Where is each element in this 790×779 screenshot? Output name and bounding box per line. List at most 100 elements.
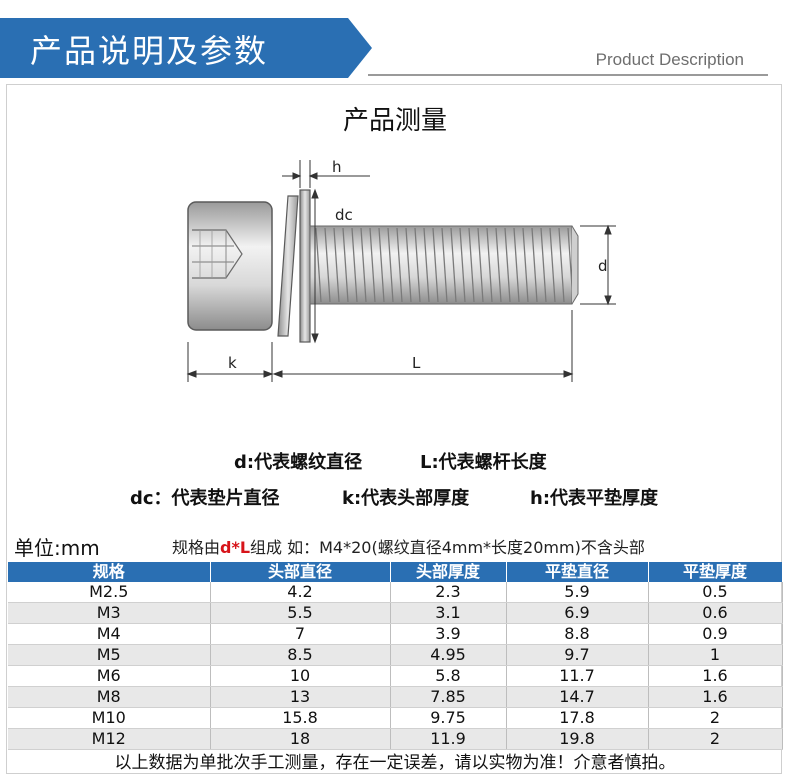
thread-line	[315, 227, 322, 303]
disclaimer-footer: 以上数据为单批次手工测量，存在一定误差，请以实物为准！介意者慎拍。	[114, 753, 676, 773]
spec-table: 规格 头部直径 头部厚度 平垫直径 平垫厚度 M2.5 4.2 2.3 5.9 …	[8, 562, 783, 750]
thread-line	[324, 227, 331, 303]
threaded-shank	[309, 225, 579, 305]
table-cell: 3.9	[390, 623, 507, 645]
label-h: h	[332, 158, 342, 176]
content-frame	[6, 84, 782, 774]
header-spec: 规格	[8, 562, 211, 582]
spec-note-prefix: 规格由	[172, 538, 221, 557]
table-cell: 5.8	[390, 665, 507, 687]
spec-note-highlight: d*L	[220, 538, 251, 557]
thread-line	[495, 227, 502, 303]
legend-d: d:代表螺纹直径	[234, 452, 363, 473]
table-header-row: 规格 头部直径 头部厚度 平垫直径 平垫厚度	[8, 562, 783, 582]
thread-line	[540, 227, 547, 303]
table-cell: 2	[648, 707, 783, 729]
table-cell: 1	[648, 644, 783, 666]
table-row: M5 8.5 4.95 9.7 1	[8, 644, 783, 666]
table-cell: 17.8	[506, 707, 649, 729]
label-L: L	[412, 354, 421, 372]
label-k: k	[228, 354, 237, 372]
screw-diagram: h dc d k L	[186, 158, 616, 382]
thread-line	[333, 227, 340, 303]
banner-arrow-shape	[0, 18, 372, 78]
table-row: M8 13 7.85 14.7 1.6	[8, 686, 783, 708]
table-cell: M4	[8, 623, 211, 645]
table-cell: 4.2	[210, 582, 391, 603]
table-cell: 0.5	[648, 582, 783, 603]
thread-line	[387, 227, 394, 303]
table-cell: 18	[210, 728, 391, 750]
table-cell: 2.3	[390, 582, 507, 603]
thread-line	[405, 227, 412, 303]
header-washer-thickness: 平垫厚度	[648, 562, 783, 582]
table-cell: 9.7	[506, 644, 649, 666]
table-cell: 11.9	[390, 728, 507, 750]
table-cell: 11.7	[506, 665, 649, 687]
table-cell: M6	[8, 665, 211, 687]
table-row: M4 7 3.9 8.8 0.9	[8, 623, 783, 645]
spring-washer	[277, 195, 299, 337]
table-cell: 9.75	[390, 707, 507, 729]
table-cell: 2	[648, 728, 783, 750]
table-cell: 1.6	[648, 665, 783, 687]
section-title: 产品测量	[342, 106, 447, 136]
legend-h: h:代表平垫厚度	[530, 488, 659, 509]
table-cell: 4.95	[390, 644, 507, 666]
table-cell: 0.9	[648, 623, 783, 645]
thread-line	[558, 227, 565, 303]
thread-line	[459, 227, 466, 303]
thread-line	[504, 227, 511, 303]
flat-washer	[299, 189, 311, 343]
table-cell: M12	[8, 728, 211, 750]
dimension-dc	[311, 188, 319, 344]
table-row: M10 15.8 9.75 17.8 2	[8, 707, 783, 729]
thread-line	[369, 227, 376, 303]
table-cell: 7	[210, 623, 391, 645]
table-cell: M2.5	[8, 582, 211, 603]
legend-L: L:代表螺杆长度	[420, 452, 547, 473]
dimension-k	[186, 342, 274, 382]
header-washer-diameter: 平垫直径	[506, 562, 649, 582]
thread-line	[486, 227, 493, 303]
table-cell: 14.7	[506, 686, 649, 708]
thread-line	[450, 227, 457, 303]
dimension-L	[272, 310, 574, 382]
thread-line	[513, 227, 520, 303]
table-row: M12 18 11.9 19.8 2	[8, 728, 783, 750]
thread-line	[549, 227, 556, 303]
thread-line	[522, 227, 529, 303]
table-cell: 10	[210, 665, 391, 687]
dimension-h	[282, 160, 370, 188]
table-row: M3 5.5 3.1 6.9 0.6	[8, 602, 783, 624]
table-cell: 0.6	[648, 602, 783, 624]
thread-line	[477, 227, 484, 303]
table-row: M6 10 5.8 11.7 1.6	[8, 665, 783, 687]
header-banner: 产品说明及参数 Product Description	[0, 18, 790, 78]
unit-label: 单位:mm	[14, 536, 100, 560]
thread-line	[423, 227, 430, 303]
table-cell: 1.6	[648, 686, 783, 708]
table-cell: M10	[8, 707, 211, 729]
table-cell: 19.8	[506, 728, 649, 750]
screw-head	[187, 201, 273, 331]
table-row: M2.5 4.2 2.3 5.9 0.5	[8, 582, 783, 603]
page-subtitle: Product Description	[595, 50, 744, 69]
table-cell: 7.85	[390, 686, 507, 708]
spec-note-suffix: 组成 如：M4*20(螺纹直径4mm*长度20mm)不含头部	[250, 538, 645, 557]
header-divider	[368, 74, 768, 76]
legend-k: k:代表头部厚度	[342, 488, 470, 509]
thread-line	[441, 227, 448, 303]
table-cell: M3	[8, 602, 211, 624]
table-cell: M5	[8, 644, 211, 666]
thread-line	[396, 227, 403, 303]
thread-line	[531, 227, 538, 303]
thread-line	[360, 227, 367, 303]
dimension-d	[580, 224, 616, 306]
table-cell: 8.8	[506, 623, 649, 645]
spec-note: 规格由d*L组成 如：M4*20(螺纹直径4mm*长度20mm)不含头部	[172, 534, 645, 558]
thread-line	[342, 227, 349, 303]
thread-line	[351, 227, 358, 303]
header-head-diameter: 头部直径	[210, 562, 391, 582]
label-d: d	[598, 257, 608, 275]
